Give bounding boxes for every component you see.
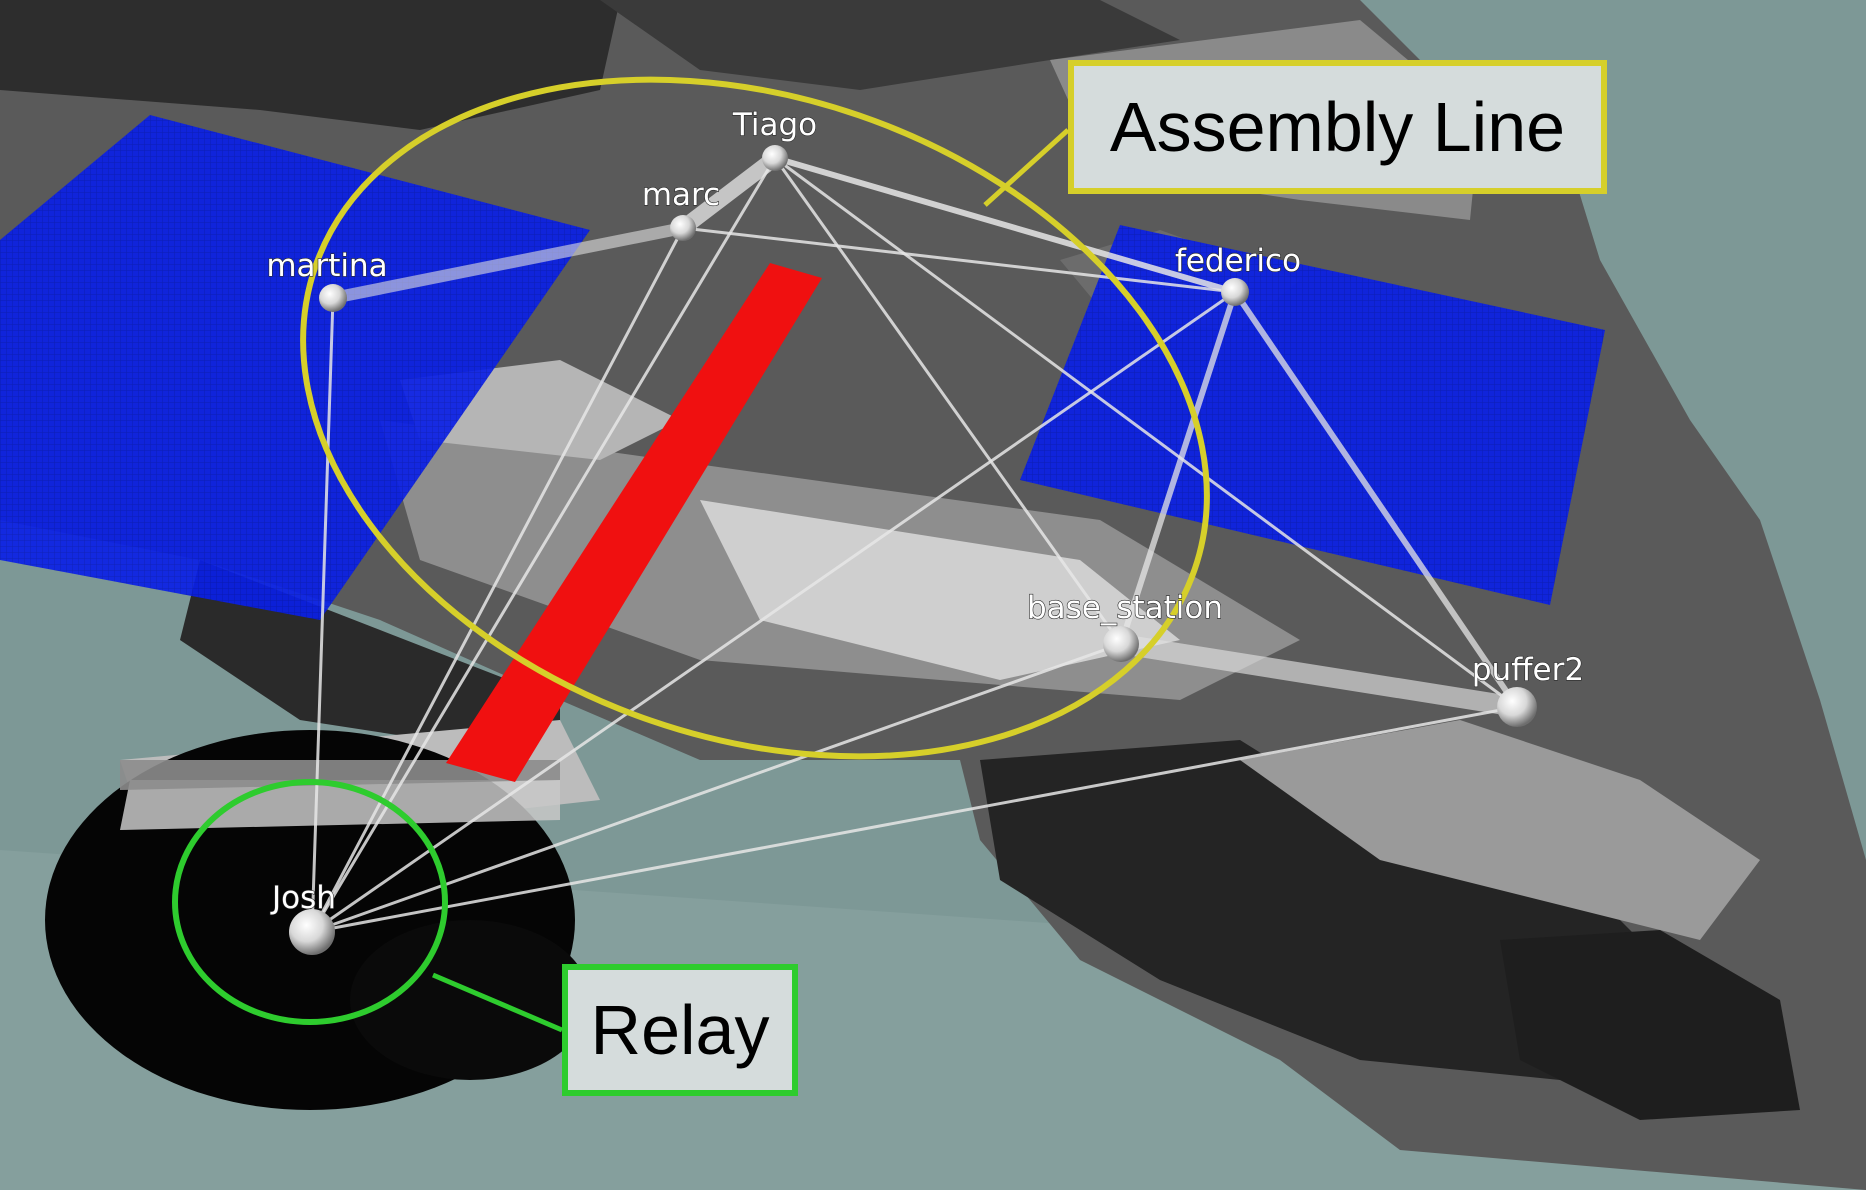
relay-callout-text: Relay xyxy=(590,991,770,1069)
link-josh-puffer2 xyxy=(310,705,1519,934)
relay-callout-leader xyxy=(432,972,563,1033)
node-martina-label: martina xyxy=(266,248,387,284)
link-federico-base xyxy=(1118,289,1238,647)
node-puffer2-label: puffer2 xyxy=(1472,652,1584,688)
red-zone xyxy=(446,263,822,782)
link-josh-martina xyxy=(310,296,335,934)
node-federico-label: federico xyxy=(1175,243,1301,279)
link-tiago-puffer2 xyxy=(773,156,1519,709)
assembly-line-outline xyxy=(300,76,1210,760)
assembly-line-callout-text: Assembly Line xyxy=(1109,88,1566,166)
node-base-station-label: base_station xyxy=(1027,590,1223,626)
node-base-station-sphere xyxy=(1103,626,1139,662)
node-federico-sphere xyxy=(1221,278,1249,306)
node-marc-sphere xyxy=(670,215,696,241)
node-puffer2-sphere xyxy=(1497,687,1537,727)
link-federico-puffer2 xyxy=(1232,289,1520,710)
link-tiago-base xyxy=(773,156,1123,646)
link-tiago-federico xyxy=(772,155,1238,295)
link-marc-martina xyxy=(327,222,689,304)
link-josh-marc xyxy=(310,226,685,934)
link-marc-federico xyxy=(681,226,1237,294)
node-tiago[interactable]: Tiago xyxy=(731,106,818,171)
link-tiago-marc xyxy=(675,150,783,236)
link-base-puffer2 xyxy=(1111,634,1527,717)
node-marc[interactable]: marc xyxy=(641,176,721,241)
node-josh-sphere xyxy=(289,909,335,955)
link-josh-federico xyxy=(310,290,1237,934)
node-federico[interactable]: federico xyxy=(1174,242,1302,306)
node-puffer2[interactable]: puffer2 xyxy=(1471,651,1585,727)
node-base-station[interactable]: base_station xyxy=(1026,589,1224,662)
relay-callout: Relay xyxy=(562,964,798,1096)
network-links xyxy=(310,150,1527,934)
node-martina-sphere xyxy=(319,284,347,312)
link-josh-base xyxy=(310,642,1123,934)
assembly-line-callout: Assembly Line xyxy=(1068,60,1607,194)
node-marc-label: marc xyxy=(642,177,720,213)
node-martina[interactable]: martina xyxy=(266,247,388,312)
relay-outline xyxy=(172,779,448,1025)
assembly-callout-leader xyxy=(983,128,1070,207)
blue-zone-left-grid xyxy=(0,115,590,620)
node-tiago-label: Tiago xyxy=(732,107,817,143)
node-tiago-sphere xyxy=(762,145,788,171)
node-josh[interactable]: Josh xyxy=(269,879,337,955)
node-josh-label: Josh xyxy=(270,880,336,916)
